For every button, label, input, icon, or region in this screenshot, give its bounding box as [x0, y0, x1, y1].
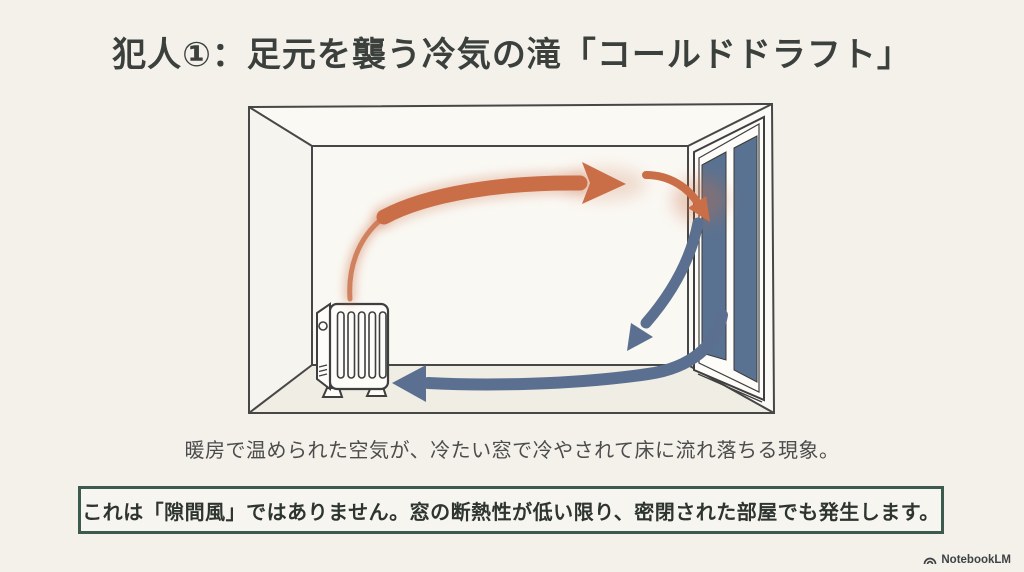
window-pane-right — [733, 135, 758, 383]
slide-title: 犯人①：足元を襲う冷気の滝「コールドドラフト」 — [112, 36, 912, 74]
heater-knob — [318, 321, 328, 331]
warm-air-deflection-arrow — [642, 171, 710, 222]
callout-box: これは「隙間風」ではありません。窓の断熱性が低い限り、密閉された部屋でも発生しま… — [78, 486, 944, 534]
notebooklm-icon — [924, 557, 937, 565]
brand-footer: NotebookLM — [923, 553, 1011, 566]
oil-heater — [316, 302, 390, 398]
heater-side-panel — [316, 302, 331, 392]
room-diagram — [248, 102, 776, 414]
cold-draft-arrow-along-floor — [392, 309, 728, 402]
callout-text: これは「隙間風」ではありません。窓の断熱性が低い限り、密閉された部屋でも発生しま… — [82, 501, 940, 524]
slide-caption: 暖房で温められた空気が、冷たい窓で冷やされて床に流れ落ちる現象。 — [184, 440, 840, 462]
cold-draft-arrow-down-window — [627, 217, 704, 351]
sliding-window — [693, 115, 765, 403]
notebooklm-label: NotebookLM — [941, 553, 1011, 566]
warm-air-arrow — [347, 162, 626, 302]
